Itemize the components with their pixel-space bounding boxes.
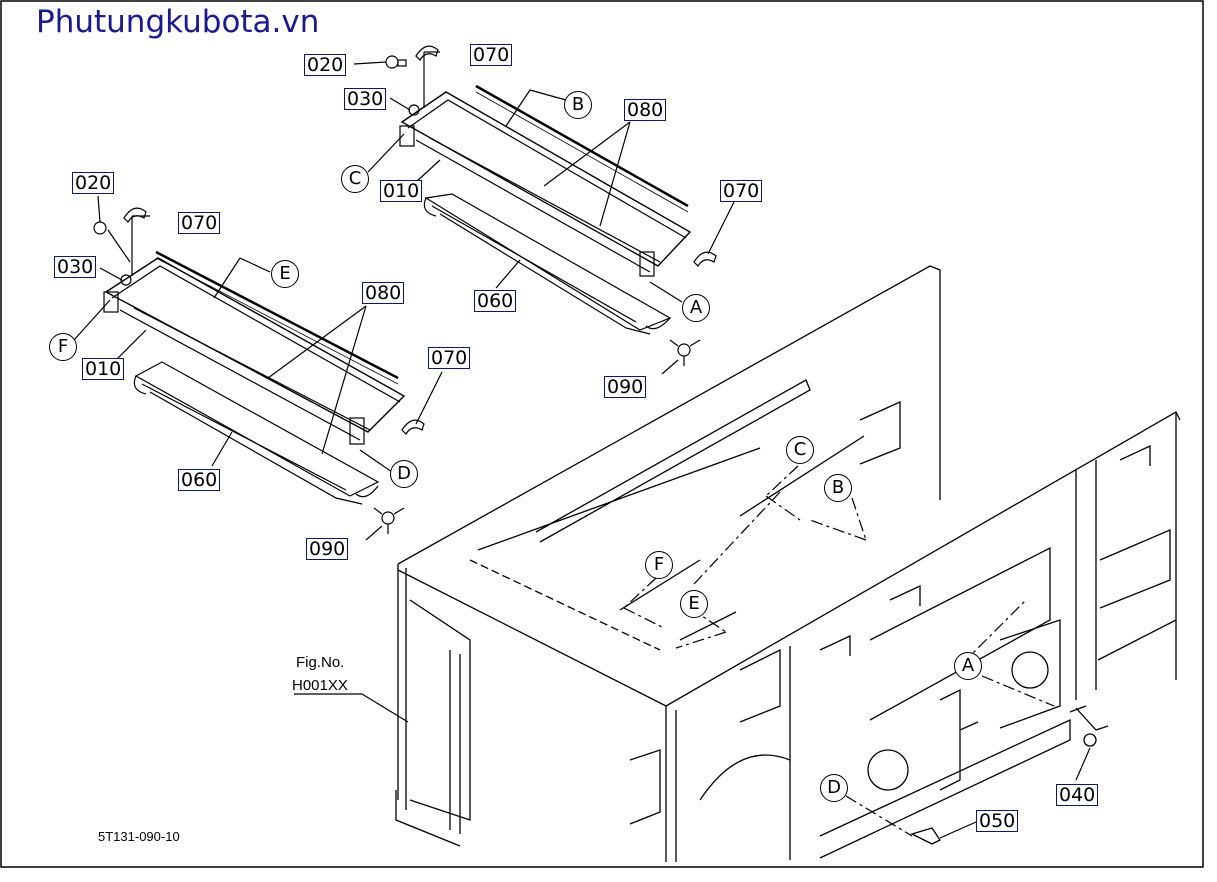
left-rail-assembly — [73, 195, 443, 541]
ref-circle-e-left: E — [271, 260, 299, 288]
part-callout-080-left[interactable]: 080 — [362, 282, 405, 304]
ref-circle-f-left: F — [49, 333, 77, 361]
ref-circle-e-frame: E — [680, 590, 708, 618]
page-border — [0, 0, 1204, 868]
part-callout-060-left[interactable]: 060 — [178, 469, 221, 491]
part-callout-080-upper[interactable]: 080 — [624, 99, 667, 121]
part-callout-030-upper[interactable]: 030 — [344, 88, 387, 110]
part-callout-040[interactable]: 040 — [1056, 784, 1099, 806]
part-callout-070-left-right[interactable]: 070 — [428, 347, 471, 369]
ref-circle-a-frame: A — [954, 652, 982, 680]
part-callout-010-left[interactable]: 010 — [82, 358, 125, 380]
part-callout-020-upper[interactable]: 020 — [304, 54, 347, 76]
ref-circle-c-frame: C — [786, 436, 814, 464]
ref-circle-c-upper: C — [341, 165, 369, 193]
ref-circle-b-frame: B — [824, 474, 852, 502]
part-callout-070-upper-left[interactable]: 070 — [470, 44, 513, 66]
brand-logo-text: Phutungkubota.vn — [36, 4, 320, 40]
part-callout-030-left[interactable]: 030 — [54, 256, 97, 278]
document-id: 5T131-090-10 — [98, 829, 180, 844]
figure-label: Fig.No. — [296, 654, 345, 671]
part-callout-010-upper[interactable]: 010 — [380, 180, 423, 202]
wing-nut-left — [373, 507, 405, 534]
figure-number-link[interactable]: H001XX — [292, 677, 348, 694]
upper-rail-assembly — [353, 45, 735, 375]
part-callout-090-left[interactable]: 090 — [306, 538, 349, 560]
part-callout-070-upper-right[interactable]: 070 — [720, 180, 763, 202]
ref-circle-d-left: D — [390, 460, 418, 488]
ref-circle-d-frame: D — [820, 774, 848, 802]
wing-nut-upper — [669, 339, 701, 366]
leader-lines-solid — [294, 693, 1091, 839]
part-callout-090-upper[interactable]: 090 — [604, 376, 647, 398]
part-callout-020-left[interactable]: 020 — [72, 172, 115, 194]
part-callout-070-left-top[interactable]: 070 — [178, 212, 221, 234]
main-frame — [395, 265, 1181, 862]
ref-circle-b-upper: B — [564, 91, 592, 119]
ref-circle-f-frame: F — [645, 551, 673, 579]
part-callout-050[interactable]: 050 — [976, 810, 1019, 832]
part-callout-060-upper[interactable]: 060 — [474, 290, 517, 312]
ref-circle-a-upper: A — [682, 294, 710, 322]
